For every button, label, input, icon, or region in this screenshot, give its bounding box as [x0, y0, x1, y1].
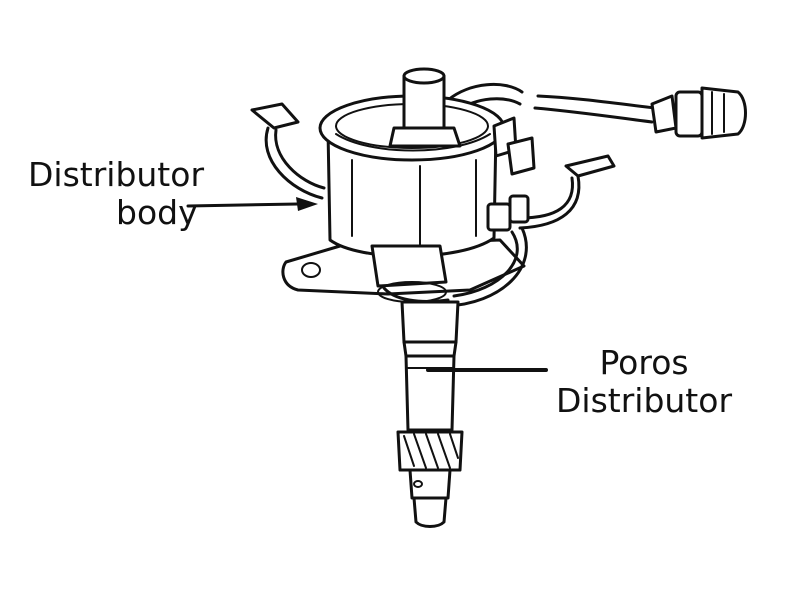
label-poros-line1: Poros [599, 343, 689, 382]
label-poros-distributor: Poros Distributor [556, 344, 732, 420]
leader-distributor-body [186, 197, 318, 211]
housing-base [370, 244, 448, 303]
wire-connector-plug [650, 86, 747, 140]
drive-gear [396, 430, 464, 472]
label-distributor-body: Distributor body [28, 156, 204, 232]
distributor-housing [318, 94, 506, 258]
shaft-tip [408, 468, 452, 528]
left-clip [250, 102, 326, 200]
label-distributor-body-line1: Distributor [28, 155, 205, 194]
side-terminal [486, 116, 536, 232]
rotor-shaft-top [388, 67, 462, 148]
label-poros-line2: Distributor [556, 381, 733, 420]
label-distributor-body-line2: body [116, 193, 198, 232]
right-clip [518, 154, 616, 230]
distributor-shaft [400, 300, 460, 432]
